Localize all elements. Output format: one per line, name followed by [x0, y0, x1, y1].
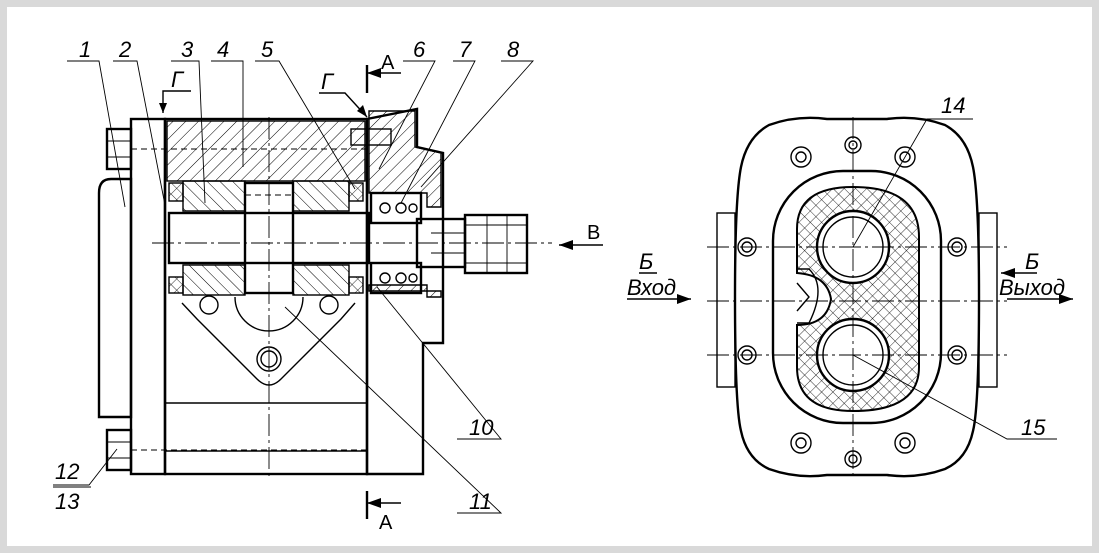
bolt-head-top [105, 127, 133, 171]
label-b-right: Б [1025, 249, 1039, 274]
body-section-top [166, 120, 366, 182]
dowel-pin [350, 128, 392, 146]
label-5: 5 [261, 37, 274, 62]
bolt-holes [737, 136, 967, 468]
label-14: 14 [941, 93, 965, 118]
body-inner-boss [771, 169, 943, 425]
label-1: 1 [79, 37, 91, 62]
rear-cover [129, 117, 167, 476]
label-10: 10 [469, 415, 494, 440]
label-outlet: Выход [999, 275, 1065, 300]
label-b-left: Б [639, 249, 653, 274]
label-a-top: А [381, 52, 395, 74]
label-15: 15 [1021, 415, 1046, 440]
rear-cover-boss [97, 177, 133, 419]
splined-shaft-end [463, 213, 529, 275]
label-inlet: Вход [627, 275, 676, 300]
bearing-top [369, 191, 423, 225]
label-4: 4 [217, 37, 229, 62]
label-g-left: Г [171, 67, 185, 92]
label-11: 11 [469, 489, 492, 514]
label-6: 6 [413, 37, 426, 62]
front-section-view [627, 116, 1073, 479]
bearing-bottom [369, 261, 423, 295]
label-v-arrow: В [587, 222, 600, 244]
bolt-head-bottom [105, 428, 133, 472]
label-13: 13 [55, 489, 80, 514]
gear-pump-drawing: 1 2 3 4 5 6 7 8 10 11 12 13 14 15 Г Г А … [53, 37, 1073, 534]
side-section-view [53, 60, 603, 519]
label-a-bottom: А [379, 512, 393, 534]
front-cover [365, 107, 445, 476]
label-g-right: Г [321, 69, 335, 94]
callout-labels: 1 2 3 4 5 6 7 8 10 11 12 13 14 15 Г Г А … [55, 37, 1065, 534]
label-2: 2 [118, 37, 131, 62]
label-7: 7 [459, 37, 472, 62]
label-12: 12 [55, 459, 79, 484]
label-8: 8 [507, 37, 520, 62]
label-3: 3 [181, 37, 194, 62]
